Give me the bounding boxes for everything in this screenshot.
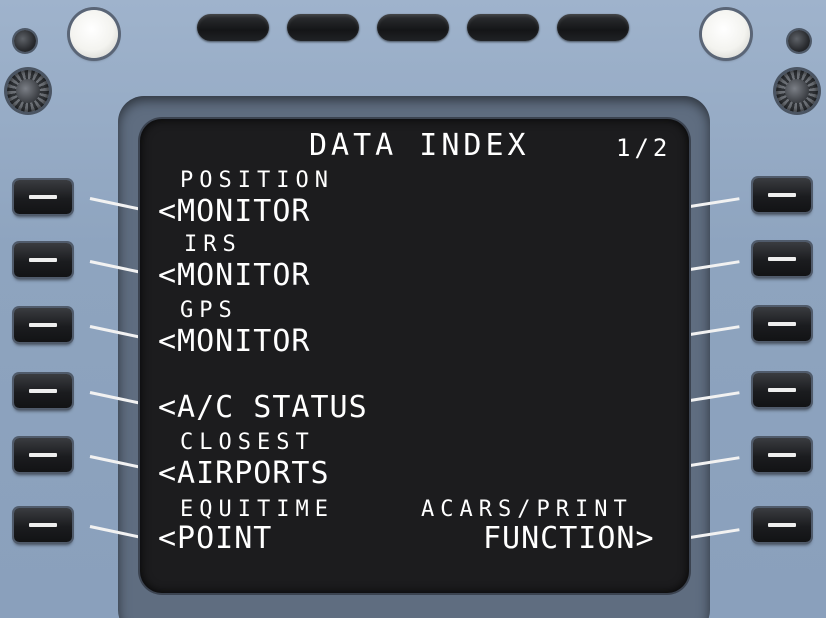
lsk-1r-button[interactable] [753,178,811,212]
annunciator-light-4 [467,14,539,41]
ac-status-option[interactable]: <A/C STATUS [158,390,368,425]
screw-icon [14,30,36,52]
page-title: DATA INDEX [309,128,530,163]
key-mark-icon [29,195,57,199]
gps-monitor-option[interactable]: <MONITOR [158,324,311,359]
key-mark-icon [29,389,57,393]
lsk6-label: EQUITIME [180,497,334,522]
key-mark-icon [768,453,796,457]
key-mark-icon [768,388,796,392]
lsk5-label: CLOSEST [180,430,315,455]
key-mark-icon [29,323,57,327]
mcdu-display: DATA INDEX 1/2 POSITION <MONITOR IRS <MO… [140,119,689,593]
lsk-1l-button[interactable] [14,180,72,214]
key-mark-icon [29,258,57,262]
lsk-2l-button[interactable] [14,243,72,277]
closest-airports-option[interactable]: <AIRPORTS [158,456,330,491]
key-mark-icon [768,322,796,326]
irs-monitor-option[interactable]: <MONITOR [158,258,311,293]
key-mark-icon [768,523,796,527]
page-number: 1/2 [616,134,672,162]
acars-print-function-option[interactable]: FUNCTION> [483,521,655,556]
key-mark-icon [768,193,796,197]
lsk2-label: IRS [184,232,242,257]
key-mark-icon [768,257,796,261]
position-monitor-option[interactable]: <MONITOR [158,194,311,229]
key-mark-icon [29,453,57,457]
lsk-4l-button[interactable] [14,374,72,408]
lsk-2r-button[interactable] [753,242,811,276]
lsk1-label: POSITION [180,168,334,193]
lsk-6r-button[interactable] [753,508,811,542]
annunciator-light-3 [377,14,449,41]
knurled-screw-icon [7,70,49,112]
lsk-3r-button[interactable] [753,307,811,341]
brightness-lamp-right [702,10,750,58]
knurled-screw-icon [776,70,818,112]
key-mark-icon [29,523,57,527]
equitime-point-option[interactable]: <POINT [158,521,273,556]
annunciator-light-5 [557,14,629,41]
lsk3-label: GPS [180,298,238,323]
lsk-6l-button[interactable] [14,508,72,542]
lsk-5r-button[interactable] [753,438,811,472]
lsk-3l-button[interactable] [14,308,72,342]
rsk6-label: ACARS/PRINT [421,497,633,522]
screw-icon [788,30,810,52]
annunciator-light-1 [197,14,269,41]
brightness-lamp-left [70,10,118,58]
lsk-5l-button[interactable] [14,438,72,472]
annunciator-light-2 [287,14,359,41]
lsk-4r-button[interactable] [753,373,811,407]
